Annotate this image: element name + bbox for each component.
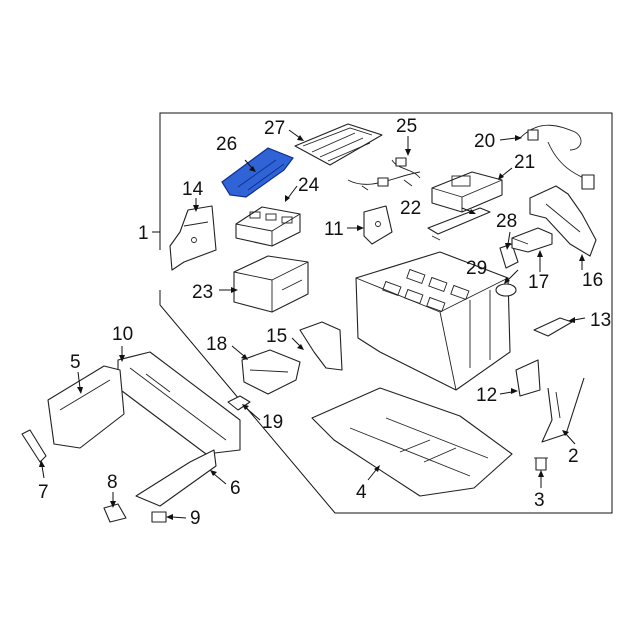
highlighted-part-shape (221, 147, 294, 198)
callout-21[interactable]: 21 (514, 152, 535, 173)
callout-27[interactable]: 27 (264, 118, 285, 139)
callout-24[interactable]: 24 (298, 175, 320, 196)
part-18-bracket[interactable] (241, 349, 301, 395)
part-4-floor-tray[interactable] (311, 387, 513, 497)
callout-16[interactable]: 16 (582, 270, 603, 291)
callout-19[interactable]: 19 (262, 412, 283, 433)
callout-18[interactable]: 18 (206, 334, 227, 355)
part-2-rod[interactable] (541, 377, 585, 443)
part-26-highlighted-cover[interactable] (221, 147, 294, 198)
callout-25[interactable]: 25 (396, 116, 417, 137)
part-27-top-tray[interactable] (294, 123, 383, 166)
callout-14[interactable]: 14 (182, 179, 204, 200)
part-24-module[interactable] (235, 206, 301, 247)
callout-3[interactable]: 3 (534, 490, 545, 511)
callout-23[interactable]: 23 (192, 282, 213, 303)
part-14-bracket[interactable] (169, 205, 217, 271)
callout-2[interactable]: 2 (568, 446, 579, 467)
callout-20[interactable]: 20 (474, 131, 495, 152)
part-8-clip[interactable] (103, 503, 127, 523)
part-battery-module[interactable] (355, 251, 511, 391)
assembly-frame (159, 112, 613, 514)
part-17-module[interactable] (511, 227, 553, 253)
part-20-harness[interactable] (519, 124, 595, 190)
part-10-rail[interactable] (117, 351, 241, 455)
part-16-bracket[interactable] (529, 185, 597, 257)
part-29-grommet[interactable] (495, 283, 517, 297)
part-22-rail[interactable] (427, 207, 491, 241)
callout-11[interactable]: 11 (324, 219, 344, 240)
part-9-clip[interactable] (151, 511, 167, 523)
callout-labels: 1 2 3 4 5 6 7 8 9 10 11 12 13 14 15 16 1… (38, 116, 611, 529)
part-3-fastener[interactable] (534, 457, 548, 471)
callout-4[interactable]: 4 (356, 482, 367, 503)
part-21-box[interactable] (431, 171, 503, 213)
callout-29[interactable]: 29 (466, 258, 487, 279)
part-11-bracket[interactable] (363, 205, 393, 245)
part-7-bracket[interactable] (21, 429, 47, 463)
callout-10[interactable]: 10 (112, 324, 133, 345)
part-12-bracket[interactable] (515, 359, 541, 397)
callout-7[interactable]: 7 (38, 482, 49, 503)
callout-5[interactable]: 5 (70, 352, 81, 373)
callout-6[interactable]: 6 (230, 478, 241, 499)
callout-1[interactable]: 1 (138, 223, 149, 244)
part-13-bracket[interactable] (533, 317, 573, 337)
callout-15[interactable]: 15 (266, 326, 287, 347)
callout-9[interactable]: 9 (190, 508, 201, 529)
part-19-clip[interactable] (227, 395, 251, 411)
part-25-harness[interactable] (347, 157, 421, 191)
callout-22[interactable]: 22 (400, 198, 421, 219)
part-23-module[interactable] (233, 255, 309, 313)
part-6-bracket[interactable] (135, 449, 217, 507)
callout-8[interactable]: 8 (107, 472, 118, 493)
callout-13[interactable]: 13 (590, 310, 611, 331)
callout-12[interactable]: 12 (476, 385, 497, 406)
callout-17[interactable]: 17 (528, 272, 549, 293)
leaders (39, 129, 586, 520)
callout-26[interactable]: 26 (216, 134, 237, 155)
callout-28[interactable]: 28 (496, 211, 517, 232)
part-5-frame[interactable] (47, 365, 125, 449)
part-15-bracket[interactable] (299, 321, 343, 371)
